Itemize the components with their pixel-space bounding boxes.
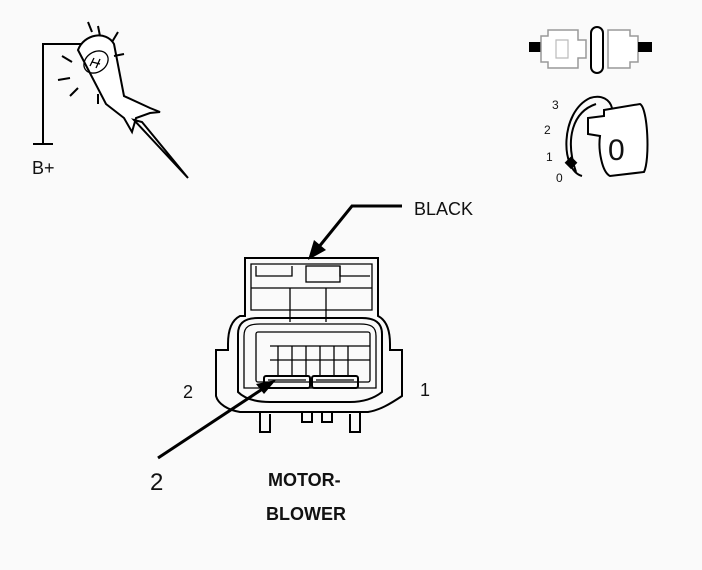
callout-number-label: 2: [150, 469, 163, 496]
ignition-switch-icon: [564, 95, 649, 178]
ignition-position-3: 3: [552, 98, 559, 112]
black-wire-leader-arrow: [308, 204, 402, 260]
connector-face-icon: [215, 257, 403, 433]
component-name-line2: BLOWER: [266, 504, 346, 524]
wire-color-label: BLACK: [414, 199, 473, 219]
pin-1-label: 1: [420, 380, 430, 400]
pin-2-label: 2: [183, 382, 193, 402]
disconnected-connector-icon: [529, 26, 652, 74]
pin-2-callout-arrow: [157, 380, 276, 460]
ignition-position-2: 2: [544, 123, 551, 137]
b-plus-label: B+: [32, 158, 55, 178]
ignition-position-0: 0: [556, 171, 563, 185]
ignition-position-1: 1: [546, 150, 553, 164]
ignition-key-position-label: 0: [608, 134, 625, 167]
component-name-line1: MOTOR-: [268, 470, 341, 490]
test-light-probe-icon: [33, 21, 189, 179]
